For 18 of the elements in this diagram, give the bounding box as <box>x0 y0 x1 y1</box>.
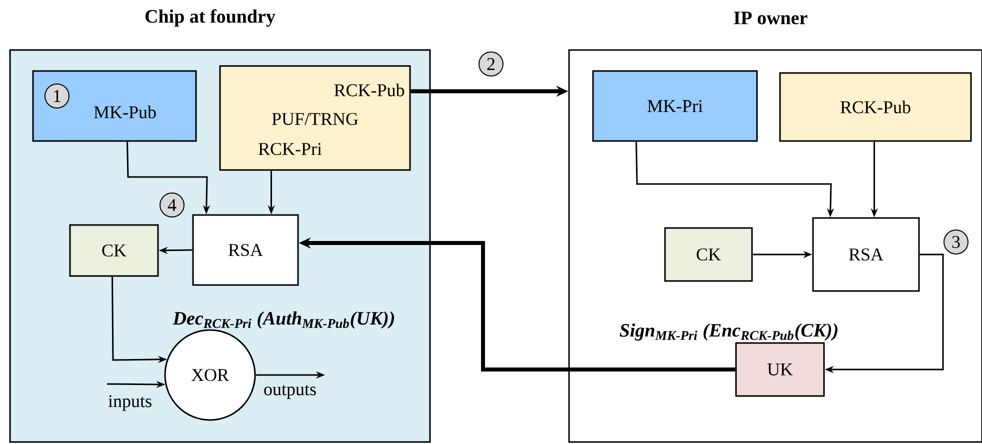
rsa-box: RSA <box>192 214 299 286</box>
formula-label: Dec$_{RCK-Pri}$ (Auth$_{MK-Pub}$(UK)) <box>172 311 394 329</box>
panel-heading: Chip at foundry <box>145 9 276 27</box>
rsa-box: RSA <box>812 217 920 292</box>
panel-heading: IP owner <box>734 12 808 24</box>
callout-number: 3 <box>944 230 968 254</box>
callout-number: 1 <box>44 84 70 108</box>
edge-label: inputs <box>108 395 152 411</box>
key-box: UK <box>735 342 825 397</box>
puf-trng-box: RCK-Pub PUF/TRNG RCK-Pri <box>219 65 411 171</box>
callout-number: 4 <box>160 192 185 218</box>
edge-label: outputs <box>264 385 316 399</box>
formula-label: Sign$_{MK-Pri}$ (Enc$_{RCK-Pub}$(CK)) <box>620 323 838 341</box>
key-box: RCK-Pub <box>779 72 972 142</box>
callout-number: 2 <box>478 52 504 76</box>
key-box: CK <box>664 227 753 282</box>
key-box: CK <box>69 224 159 277</box>
key-box: MK-Pri <box>592 70 758 142</box>
